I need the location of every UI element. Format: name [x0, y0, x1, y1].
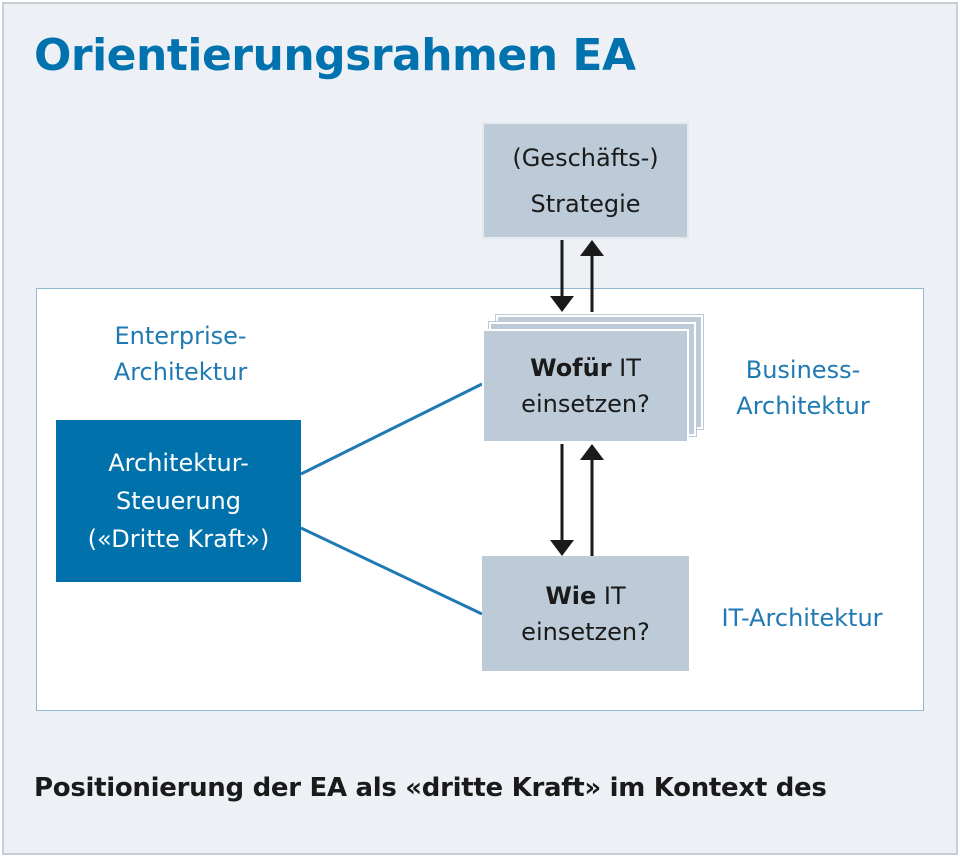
wofuer-rest: IT: [611, 354, 641, 382]
arrowhead-down-2: [550, 540, 574, 556]
wofuer-line2: einsetzen?: [521, 390, 650, 418]
wofuer-line1: Wofür IT: [530, 350, 641, 386]
enterprise-line2: Architektur: [113, 358, 248, 386]
steuerung-line1: Architektur-: [108, 449, 249, 477]
page-title: Orientierungsrahmen EA: [34, 30, 636, 81]
strategy-box: (Geschäfts-) Strategie: [482, 122, 689, 239]
enterprise-architektur-label: Enterprise- Architektur: [98, 318, 263, 390]
business-line1: Business-: [745, 356, 861, 384]
connector-steuerung-to-wofuer: [300, 382, 483, 476]
wie-line2: einsetzen?: [521, 617, 650, 646]
wofuer-bold: Wofür: [530, 354, 612, 382]
business-line2: Architektur: [736, 392, 870, 420]
steuerung-line3: («Dritte Kraft»): [87, 525, 270, 553]
architektur-steuerung-box: Architektur- Steuerung («Dritte Kraft»): [56, 420, 301, 582]
strategy-line2: Strategie: [530, 189, 641, 218]
business-architektur-label: Business- Architektur: [718, 352, 888, 424]
arrowhead-down-1: [550, 296, 574, 312]
it-architektur-label: IT-Architektur: [721, 604, 883, 632]
arrowhead-up-1: [580, 240, 604, 256]
steuerung-line2: Steuerung: [116, 487, 241, 515]
wofuer-it-box: Wofür IT einsetzen?: [482, 329, 689, 443]
wie-it-box: Wie IT einsetzen?: [482, 556, 689, 671]
wie-rest: IT: [596, 581, 626, 610]
wie-line1: Wie IT: [545, 578, 625, 614]
strategy-line1: (Geschäfts-): [512, 143, 659, 172]
wie-bold: Wie: [545, 581, 597, 610]
enterprise-line1: Enterprise-: [114, 322, 247, 350]
arrowhead-up-2: [580, 444, 604, 460]
connector-steuerung-to-wie: [300, 526, 483, 616]
figure-caption: Positionierung der EA als «dritte Kraft»…: [34, 773, 827, 803]
